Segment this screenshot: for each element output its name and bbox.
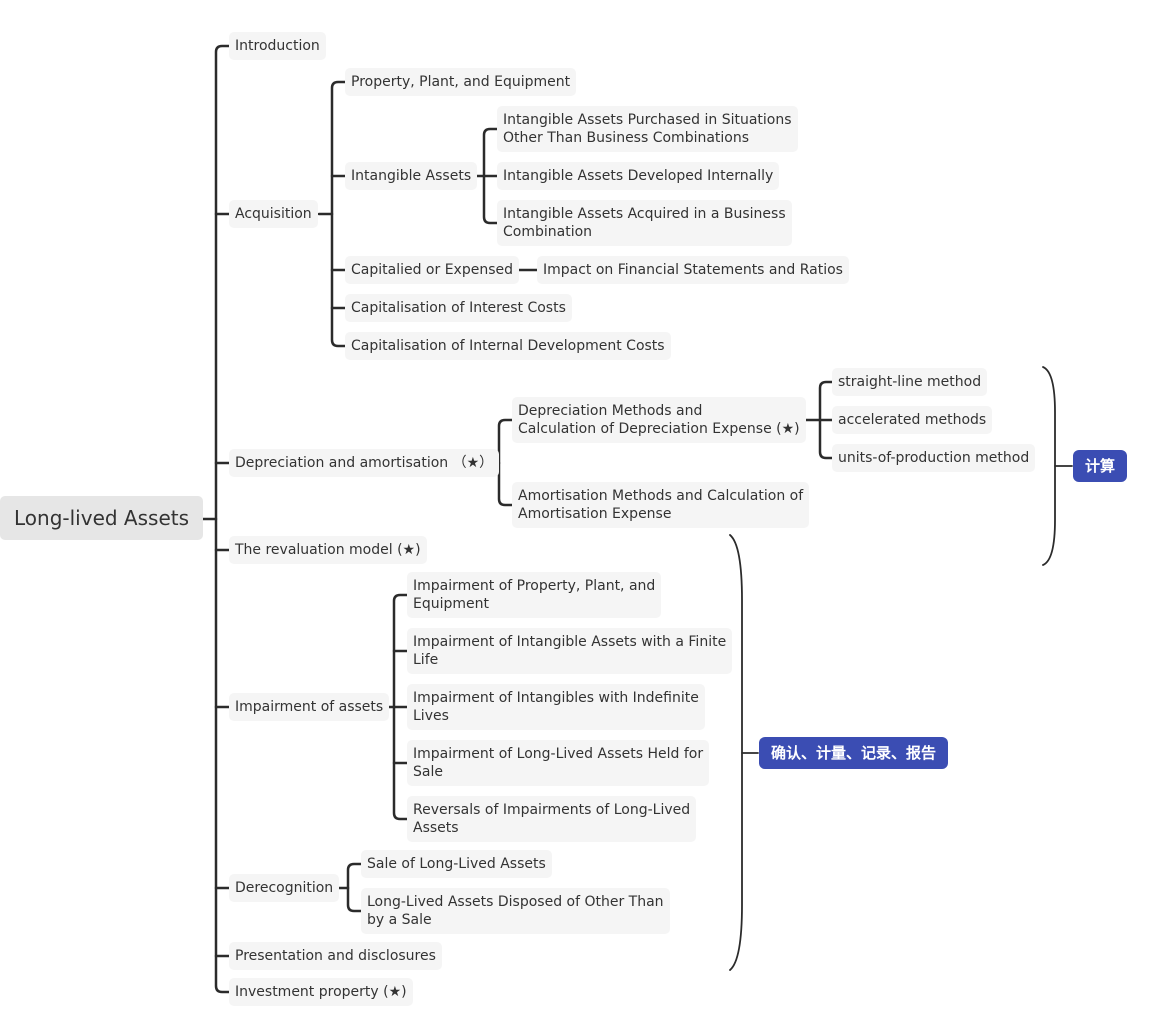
topic-line: Life <box>413 652 439 668</box>
spine-level1 <box>214 44 232 994</box>
topic-line: Calculation of Depreciation Expense (★) <box>518 421 800 437</box>
topic-impairment[interactable]: Impairment of assets <box>229 693 390 721</box>
spine-derecognition <box>346 862 364 913</box>
topic-impact-statements[interactable]: Impact on Financial Statements and Ratio… <box>537 256 849 284</box>
summary-brace-recognition <box>729 534 743 971</box>
topic-line: Other Than Business Combinations <box>503 130 750 146</box>
topic-intangible-acquired[interactable]: Intangible Assets Acquired in a Business… <box>497 200 792 246</box>
root-topic[interactable]: Long-lived Assets <box>0 496 204 540</box>
topic-acquisition[interactable]: Acquisition <box>229 200 318 228</box>
topic-line: Amortisation Methods and Calculation of <box>518 488 804 504</box>
topic-line: Combination <box>503 224 593 240</box>
topic-intangible-developed[interactable]: Intangible Assets Developed Internally <box>497 162 780 190</box>
spine-depreciation <box>497 418 515 507</box>
topic-line: Intangible Assets Acquired in a Business <box>503 206 786 222</box>
topic-presentation[interactable]: Presentation and disclosures <box>229 942 442 970</box>
topic-line: Intangible Assets Developed Internally <box>503 168 774 184</box>
topic-intangible-purchased[interactable]: Intangible Assets Purchased in Situation… <box>497 106 798 152</box>
topic-sale-of-assets[interactable]: Sale of Long-Lived Assets <box>361 850 552 878</box>
topic-line: Impairment of Intangibles with Indefinit… <box>413 690 699 706</box>
spine-acquisition <box>330 80 348 348</box>
topic-impairment-held-for-sale[interactable]: Impairment of Long-Lived Assets Held for… <box>407 740 710 786</box>
topic-line: Impairment of Intangible Assets with a F… <box>413 634 727 650</box>
topic-line: Impairment of Property, Plant, and <box>413 578 656 594</box>
topic-line: Long-Lived Assets Disposed of Other Than <box>367 894 664 910</box>
topic-intangible-assets[interactable]: Intangible Assets <box>345 162 478 190</box>
topic-derecognition[interactable]: Derecognition <box>229 874 340 902</box>
topic-line: Intangible Assets Purchased in Situation… <box>503 112 792 128</box>
topic-line: Equipment <box>413 596 489 612</box>
topic-line: by a Sale <box>367 912 432 928</box>
topic-accelerated[interactable]: accelerated methods <box>832 406 993 434</box>
summary-brace-calculation <box>1042 366 1056 566</box>
topic-depreciation[interactable]: Depreciation and amortisation （★） <box>229 449 500 477</box>
topic-line: Impairment of Long-Lived Assets Held for <box>413 746 704 762</box>
topic-impairment-indefinite[interactable]: Impairment of Intangibles with Indefinit… <box>407 684 705 730</box>
topic-line: Lives <box>413 708 449 724</box>
topic-line: Reversals of Impairments of Long-Lived <box>413 802 691 818</box>
topic-line: Sale <box>413 764 443 780</box>
topic-ppe[interactable]: Property, Plant, and Equipment <box>345 68 577 96</box>
topic-disposed-other[interactable]: Long-Lived Assets Disposed of Other Than… <box>361 888 670 934</box>
topic-capitalised-or-expensed[interactable]: Capitalied or Expensed <box>345 256 519 284</box>
summary-tag-calculation[interactable]: 计算 <box>1073 450 1128 482</box>
topic-units-of-production[interactable]: units-of-production method <box>832 444 1036 472</box>
topic-impairment-finite[interactable]: Impairment of Intangible Assets with a F… <box>407 628 733 674</box>
topic-depreciation-methods[interactable]: Depreciation Methods and Calculation of … <box>512 397 806 443</box>
topic-internal-development[interactable]: Capitalisation of Internal Development C… <box>345 332 671 360</box>
summary-tag-recognition[interactable]: 确认、计量、记录、报告 <box>759 737 949 769</box>
topic-line: Amortisation Expense <box>518 506 672 522</box>
topic-amortisation-methods[interactable]: Amortisation Methods and Calculation of … <box>512 482 810 528</box>
topic-line: Depreciation Methods and <box>518 403 703 419</box>
topic-straight-line[interactable]: straight-line method <box>832 368 988 396</box>
topic-investment[interactable]: Investment property (★) <box>229 978 413 1006</box>
topic-introduction[interactable]: Introduction <box>229 32 326 60</box>
topic-interest-costs[interactable]: Capitalisation of Interest Costs <box>345 294 572 322</box>
topic-line: Assets <box>413 820 459 836</box>
topic-revaluation[interactable]: The revaluation model (★) <box>229 536 427 564</box>
topic-impairment-ppe[interactable]: Impairment of Property, Plant, and Equip… <box>407 572 662 618</box>
topic-impairment-reversals[interactable]: Reversals of Impairments of Long-Lived A… <box>407 796 697 842</box>
